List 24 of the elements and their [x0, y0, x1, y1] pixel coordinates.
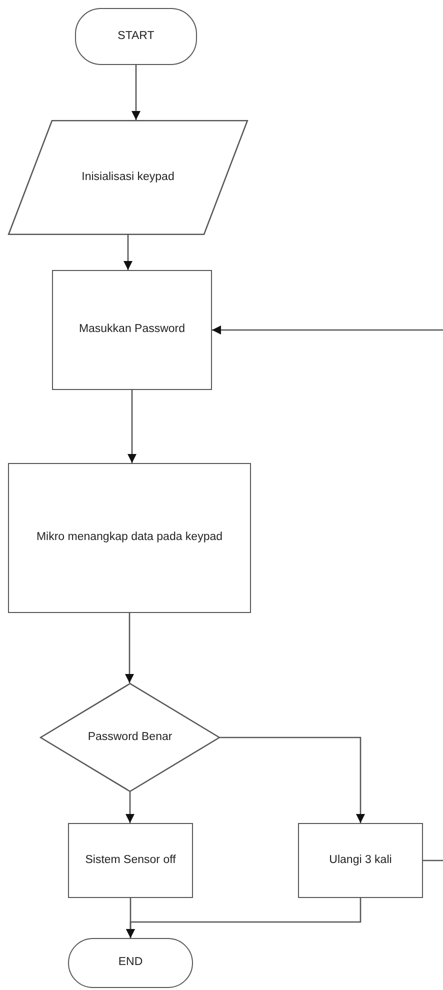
node-label: START — [116, 30, 156, 44]
arrow — [212, 326, 443, 334]
arrow — [132, 65, 140, 120]
terminal-pill — [68, 938, 193, 988]
arrow — [128, 390, 136, 463]
arrow — [126, 792, 134, 823]
arrow — [220, 736, 365, 823]
node-label: Masukkan Password — [78, 323, 186, 337]
arrow — [126, 898, 362, 938]
process-box — [298, 823, 423, 898]
terminal-pill — [75, 8, 197, 65]
process-box — [52, 270, 212, 390]
arrow — [124, 235, 132, 270]
arrow — [125, 613, 134, 683]
node-label: Mikro menangkap data pada keypad — [35, 531, 224, 545]
process-box — [8, 463, 251, 613]
node-label: END — [117, 956, 144, 970]
input-parallelogram — [8, 120, 248, 235]
node-label: Ulangi 3 kali — [328, 854, 393, 868]
decision-diamond — [40, 683, 220, 792]
process-box — [68, 823, 193, 898]
node-label: Password Benar — [86, 730, 174, 744]
node-label: Inisialisasi keypad — [80, 170, 176, 184]
node-label: Sistem Sensor off — [84, 854, 177, 868]
